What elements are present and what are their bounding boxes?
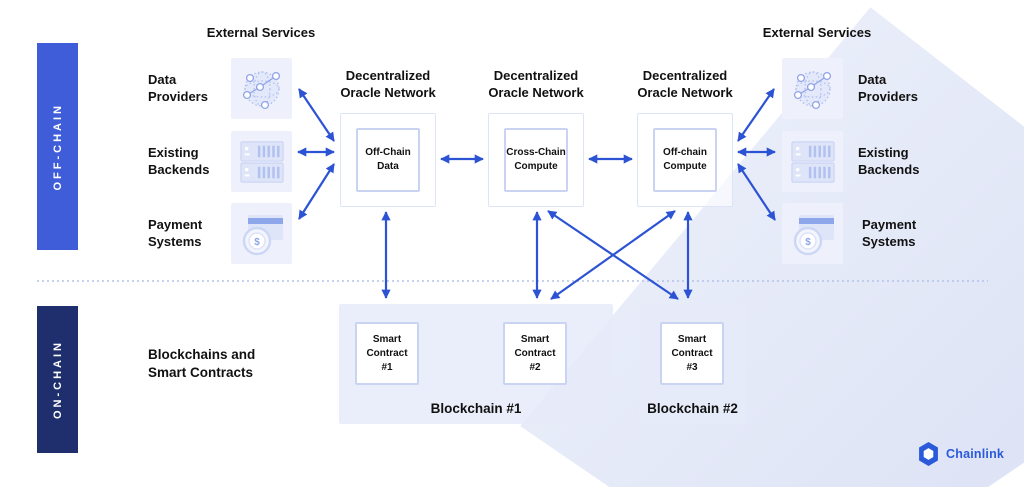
label-data-providers-right: Data Providers	[858, 72, 918, 104]
label-existing-backends-left: Existing Backends	[148, 145, 210, 177]
chainlink-wordmark: Chainlink	[946, 447, 1005, 461]
blockchain-2-label: Blockchain #2	[647, 401, 738, 416]
smart-contract-3: Smart Contract #3	[660, 322, 724, 385]
onchain-bar: ON-CHAIN	[37, 306, 78, 453]
smart-contract-2: Smart Contract #2	[503, 322, 567, 385]
label-data-providers-left: Data Providers	[148, 72, 208, 104]
onchain-bar-label: ON-CHAIN	[51, 340, 64, 419]
svg-text:$: $	[805, 237, 811, 248]
blockchain-1-box: Smart Contract #1 Smart Contract #2 Bloc…	[339, 304, 613, 424]
don-title-2: Decentralized Oracle Network	[488, 68, 584, 100]
chainlink-logo: Chainlink	[918, 442, 1004, 466]
don-title-3: Decentralized Oracle Network	[637, 68, 733, 100]
network-globe-icon	[782, 58, 843, 119]
don-box-2: Cross-Chain Compute	[488, 113, 584, 207]
blockchain-1-label: Blockchain #1	[430, 401, 522, 416]
offchain-bar: OFF-CHAIN	[37, 43, 78, 250]
don-box-1: Off-Chain Data	[340, 113, 436, 207]
don-node-offchain-compute: Off-chain Compute	[653, 128, 717, 192]
smart-contract-1: Smart Contract #1	[355, 322, 419, 385]
servers-icon	[231, 131, 292, 192]
external-services-heading-left: External Services	[206, 25, 316, 40]
chainlink-hexagon-icon	[919, 442, 938, 466]
blockchain-2-box: Smart Contract #3 Blockchain #2	[639, 304, 746, 424]
servers-icon	[782, 131, 843, 192]
label-payment-systems-right: Payment Systems	[862, 217, 917, 249]
payment-card-icon: $	[782, 203, 843, 264]
svg-text:$: $	[254, 237, 260, 248]
don-node-crosschain-compute: Cross-Chain Compute	[504, 128, 568, 192]
external-services-heading-right: External Services	[762, 25, 872, 40]
payment-card-icon: $	[231, 203, 292, 264]
don-node-offchain-data: Off-Chain Data	[356, 128, 420, 192]
offchain-bar-label: OFF-CHAIN	[51, 102, 64, 191]
blockchains-section-label: Blockchains and Smart Contracts	[148, 347, 256, 381]
don-box-3: Off-chain Compute	[637, 113, 733, 207]
label-existing-backends-right: Existing Backends	[858, 145, 920, 177]
network-globe-icon	[231, 58, 292, 119]
don-title-1: Decentralized Oracle Network	[340, 68, 436, 100]
label-payment-systems-left: Payment Systems	[148, 217, 203, 249]
